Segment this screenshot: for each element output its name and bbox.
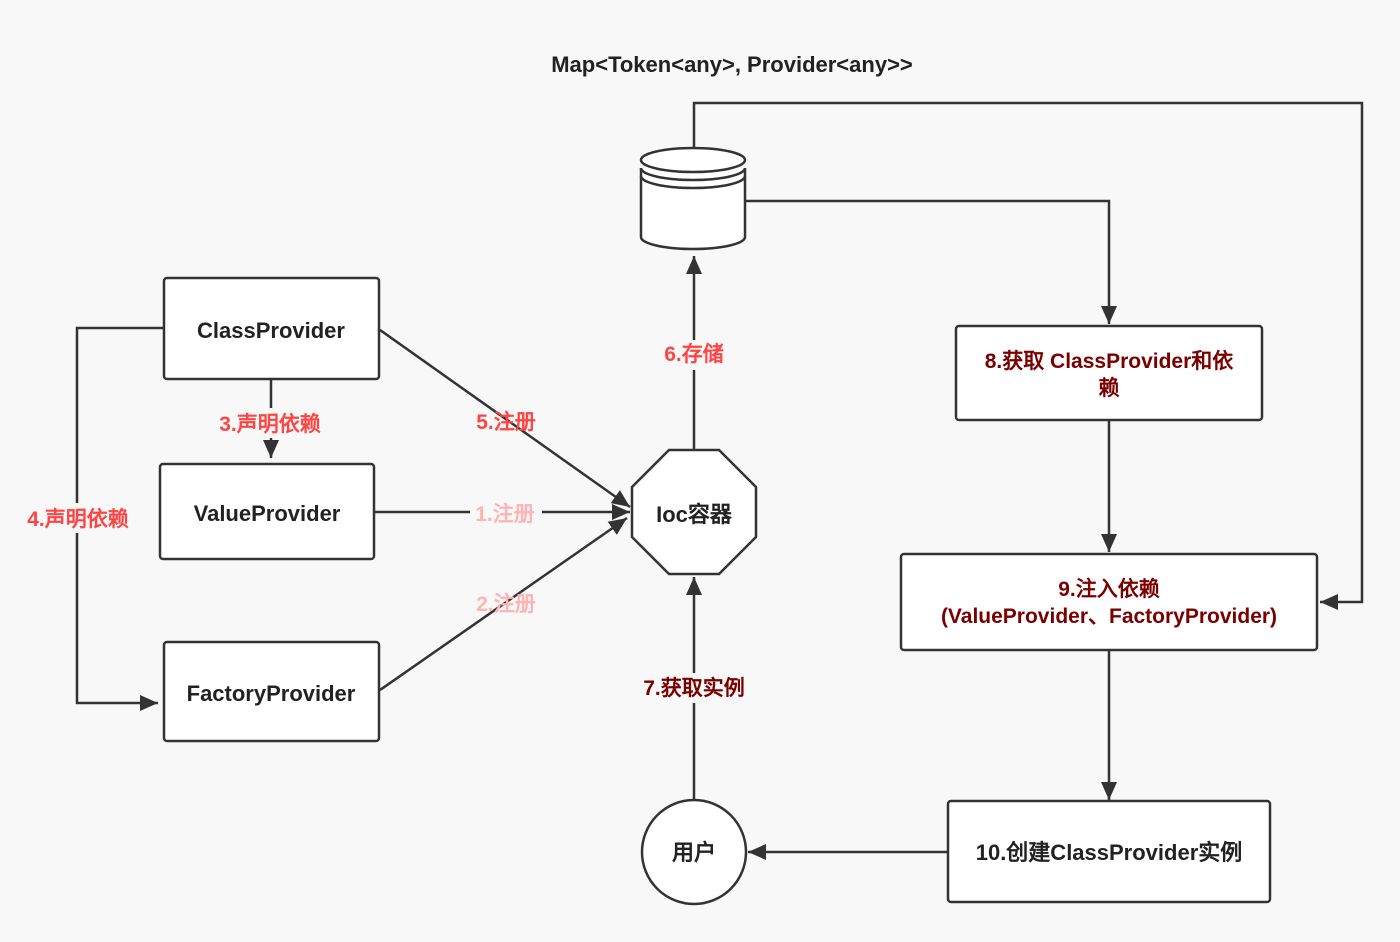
store-label: 6.存储 bbox=[664, 342, 724, 366]
step9-label-line2: (ValueProvider、FactoryProvider) bbox=[941, 605, 1277, 628]
step10-box bbox=[946, 799, 1272, 904]
ioc-container-label: Ioc容器 bbox=[656, 502, 733, 527]
value-provider-box bbox=[158, 462, 376, 561]
edge-db-to-step8 bbox=[746, 199, 1117, 324]
register-value-label: 1.注册 bbox=[475, 502, 535, 526]
user-node bbox=[640, 798, 748, 906]
edge-register-class bbox=[379, 328, 631, 509]
factory-provider-label: FactoryProvider bbox=[187, 681, 356, 706]
diagram-title: Map<Token<any>, Provider<any>> bbox=[551, 52, 913, 77]
edge-register-factory bbox=[379, 516, 628, 692]
declare-dep-value-label: 3.声明依赖 bbox=[219, 412, 321, 436]
step10-label: 10.创建ClassProvider实例 bbox=[976, 840, 1243, 865]
step8-label-line1: 8.获取 ClassProvider和依 bbox=[985, 349, 1235, 373]
factory-provider-box bbox=[162, 640, 381, 743]
step9-label-line1: 9.注入依赖 bbox=[1058, 577, 1160, 601]
step8-box bbox=[954, 324, 1264, 422]
edge-db-to-step9 bbox=[692, 101, 1364, 610]
declare-dep-factory-label: 4.声明依赖 bbox=[27, 507, 129, 531]
step8-label-line2: 赖 bbox=[1099, 376, 1120, 400]
register-factory-label: 2.注册 bbox=[476, 592, 536, 616]
ioc-container-node bbox=[630, 448, 758, 576]
get-instance-label: 7.获取实例 bbox=[643, 676, 745, 700]
step9-box bbox=[899, 552, 1319, 652]
database-icon bbox=[639, 146, 747, 251]
class-provider-box bbox=[162, 276, 381, 381]
register-class-label: 5.注册 bbox=[476, 410, 536, 434]
user-label: 用户 bbox=[672, 840, 716, 865]
value-provider-label: ValueProvider bbox=[194, 501, 341, 526]
class-provider-label: ClassProvider bbox=[197, 318, 345, 343]
